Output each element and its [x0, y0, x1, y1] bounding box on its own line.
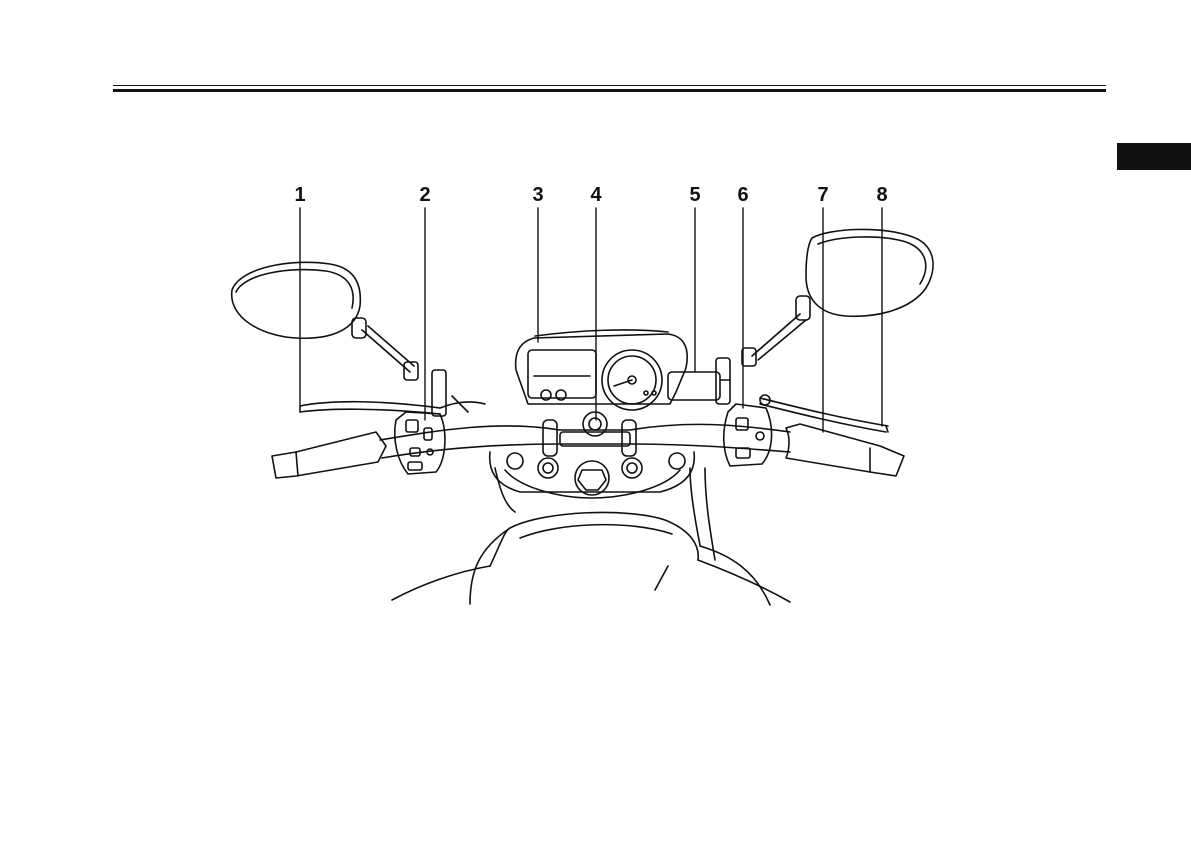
- callout-4: 4: [590, 185, 601, 205]
- callout-2: 2: [419, 185, 430, 205]
- callout-3: 3: [532, 185, 543, 205]
- handlebar: [380, 424, 790, 458]
- clutch-lever: [300, 370, 485, 416]
- brake-reservoir: [668, 372, 730, 400]
- meter-cluster: [516, 330, 688, 410]
- callout-8: 8: [876, 185, 887, 205]
- callout-7: 7: [817, 185, 828, 205]
- main-switch: [543, 412, 636, 456]
- callout-1: 1: [294, 185, 305, 205]
- callout-5: 5: [689, 185, 700, 205]
- right-mirror: [742, 229, 933, 366]
- triple-clamp: [490, 452, 695, 498]
- left-mirror: [232, 262, 418, 380]
- fuel-tank: [392, 468, 790, 605]
- brake-lever: [716, 358, 888, 432]
- left-grip: [272, 432, 386, 478]
- callout-6: 6: [737, 185, 748, 205]
- left-switch-housing: [395, 412, 445, 474]
